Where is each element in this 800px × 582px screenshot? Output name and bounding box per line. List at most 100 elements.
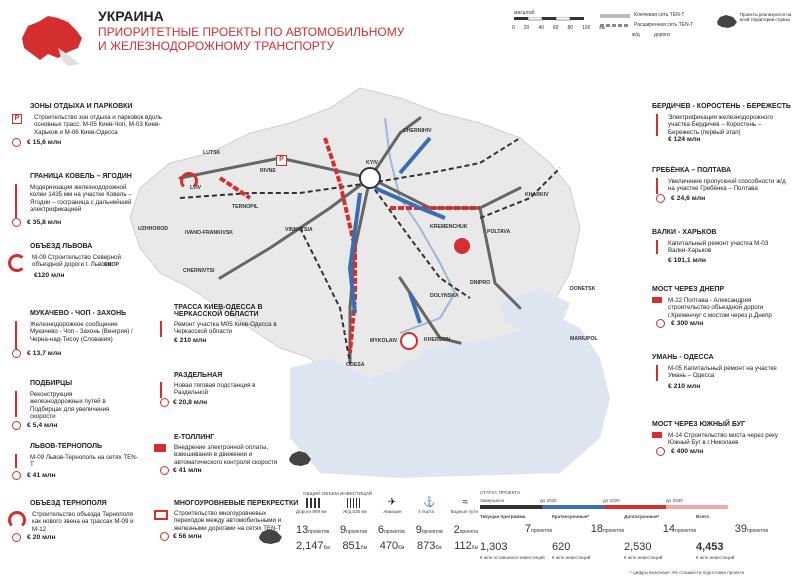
city-rivne: RIVNE [260, 168, 276, 174]
project-desc: М-22 Полтава - Александрия строительство… [668, 297, 772, 319]
road-icon [306, 498, 320, 508]
ports-label: 4 порта [418, 509, 435, 514]
project-rozdilna: РАЗДЕЛЬНАЯ Новая тяговая подстанция в Ра… [160, 372, 280, 407]
project-rest-areas: ЗОНЫ ОТДЫХА И ПАРКОВКИ P Строительство з… [4, 103, 164, 148]
stopwatch-icon [12, 470, 21, 480]
city-kyiv: KYIV [366, 160, 379, 166]
project-southern-bug-bridge: МОСТ ЧЕРЕЗ ЮЖНЫЙ БУГ М-14 Строительство … [652, 421, 798, 456]
project-title: ГРЕБЁНКА – ПОЛТАВА [652, 167, 732, 174]
city-kremenchuk: KREMENCHUK [430, 224, 468, 230]
key-network-swatch [600, 14, 630, 18]
city-mykolaiv: MYKOLAIV [370, 338, 398, 344]
status-col-short-term: Краткосрочные* 18проектов 620 € млн инве… [552, 514, 624, 560]
project-desc: Электрификация железнодорожного участка … [668, 114, 773, 136]
ukraine-mini-icon [717, 15, 737, 28]
project-desc: Модернизация железнодорожной колеи 1435 … [30, 184, 132, 214]
scale-label: масштаб [514, 10, 535, 16]
project-title: УМАНЬ - ОДЕССА [652, 354, 714, 361]
project-title: РАЗДЕЛЬНАЯ [174, 372, 223, 379]
stopwatch-icon [160, 466, 169, 476]
status-done-label: Завершено [480, 498, 505, 503]
camera-icon [154, 444, 166, 452]
project-lviv-bypass: ОБЪЕЗД ЛЬВОВА М-09 Строительство Северно… [4, 243, 154, 279]
project-cost: € 124 млн [668, 136, 701, 144]
project-cost: € 400 млн [671, 447, 704, 455]
bypass-marker-lviv [180, 172, 198, 190]
project-cost: € 20,8 млн [173, 399, 208, 406]
stopwatch-icon [12, 533, 21, 543]
project-mukachevo-chop: МУКАЧЕВО - ЧОП - ЗАХОНЬ Железнодорожное … [4, 310, 154, 358]
project-cost: € 15,6 млн [27, 139, 62, 147]
kyiv-hub-marker [359, 167, 381, 189]
rail-line-icon [656, 178, 658, 194]
stopwatch-icon [160, 398, 169, 407]
black-sea [290, 318, 610, 478]
status-col-long-term: Долгосрочные* 14проектов 2,530 € млн инв… [624, 514, 696, 560]
road-legend-label: дороги [654, 32, 670, 38]
rail-count: 9проектов [339, 524, 368, 536]
project-hrebinka-poltava: ГРЕБЁНКА – ПОЛТАВА Увеличение пропускной… [652, 167, 798, 203]
city-dolynska: DOLYNSKA [430, 293, 459, 299]
page-title: УКРАИНА [98, 8, 164, 24]
project-desc: Капитальный ремонт участка М-03 Валки-Ха… [668, 240, 769, 255]
road-line-icon [656, 365, 658, 381]
waterways-amount: 112€м [454, 540, 478, 552]
city-chop: CHOP [104, 262, 119, 268]
status-col-current: Текущая программа 7проектов 1,303 € млн … [480, 514, 552, 560]
waterways-count: 2проекта [453, 524, 478, 536]
project-berdychiv-korosten: БЕРДИЧЕВ - КОРОСТЕНЬ - БЕРЕЖЕСТЬ Электри… [652, 103, 798, 143]
stopwatch-icon [656, 446, 665, 456]
stopwatch-icon [12, 349, 21, 358]
rail-legend-label: ж/д [632, 32, 640, 38]
project-cost: € 24,6 млн [671, 195, 706, 202]
project-title: МОСТ ЧЕРЕЗ ДНЕПР [652, 286, 725, 293]
city-kharkiv: KHARKIV [525, 192, 549, 198]
stopwatch-icon [12, 218, 21, 227]
project-lviv-ternopil: ЛЬВОВ-ТЕРНОПОЛЬ М-09 Львов-Тернополь на … [4, 443, 154, 480]
project-ternopil-bypass: ОБЪЕЗД ТЕРНОПОЛЯ Строительство объезда Т… [4, 500, 154, 543]
project-uman-odesa: УМАНЬ - ОДЕССА М-05 Капитальный ремонт н… [652, 354, 798, 390]
stopwatch-icon [12, 420, 21, 430]
rail-line-icon [15, 184, 17, 218]
page-subtitle: ПРИОРИТЕТНЫЕ ПРОЕКТЫ ПО АВТОМОБИЛЬНОМУ И… [98, 25, 405, 53]
project-kyiv-odesa-cherkasy: ТРАССА КИЕВ-ОДЕССА В ЧЕРКАССКОЙ ОБЛАСТИ … [160, 304, 300, 344]
city-chernihiv: CHERNIHIV [403, 128, 432, 134]
header-ukraine-icon [18, 8, 88, 70]
ports-count: 9проектов [415, 524, 443, 536]
status-footnote: * цифры включают 3% стоимости подготовки… [630, 570, 745, 575]
project-desc: Внедрение электронной оплаты, взвешивани… [174, 444, 278, 466]
stopwatch-icon [12, 138, 21, 148]
project-status-panel: СТАТУС ПРОЕКТА Завершено до 2020 до 2020… [480, 490, 798, 580]
city-lviv: LVIV [190, 185, 202, 191]
project-cost: € 13,7 млн [27, 350, 62, 357]
scale-bar [514, 17, 584, 21]
project-title: ОБЪЕЗД ЛЬВОВА [30, 243, 93, 250]
project-title: ЛЬВОВ-ТЕРНОПОЛЬ [30, 443, 103, 450]
project-desc: Ремонт участка М05 Киев-Одесса в Черкасс… [174, 321, 277, 336]
project-desc: Строительство объезда Тернополя как ново… [32, 511, 134, 533]
project-title: МУКАЧЕВО - ЧОП - ЗАХОНЬ [30, 310, 127, 317]
road-line-icon [656, 240, 658, 254]
project-e-tolling: Е-ТОЛЛИНГ Внедрение электронной оплаты, … [152, 434, 292, 476]
anchor-icon: ⚓ [423, 497, 436, 508]
ukraine-outline-icon [289, 451, 311, 466]
status-year-2020b: до 2020 [603, 498, 620, 503]
waterways-label: Водные пути [450, 509, 478, 514]
bridge-icon [652, 432, 662, 438]
project-title: Е-ТОЛЛИНГ [174, 434, 215, 441]
roads-count: 13проектов [296, 524, 330, 536]
status-col-total: Всего 39проектов 4,453 € млн инвестиций [696, 514, 768, 560]
project-desc: М-09 Строительство Северной объездной до… [32, 254, 121, 269]
bridge-marker-mykolaiv [400, 332, 418, 350]
waves-icon: ≈ [462, 497, 468, 508]
project-kovel-yahodyn: ГРАНИЦА КОВЕЛЬ – ЯГОДИН Модернизация жел… [4, 173, 154, 227]
project-cost: € 5,4 млн [27, 421, 58, 429]
investment-header: ОБЩИЙ ОБЪЕМ ИНВЕСТИЦИЙ [303, 491, 373, 496]
project-desc: Реконструкция железнодорожных путей в По… [30, 391, 110, 421]
project-desc: М-09 Львов-Тернополь на сетях TEN-T [30, 454, 138, 469]
city-mariupol: MARIUPOL [570, 336, 598, 342]
crossing-icon [154, 510, 168, 520]
status-year-2030: до 2030 [666, 498, 683, 503]
